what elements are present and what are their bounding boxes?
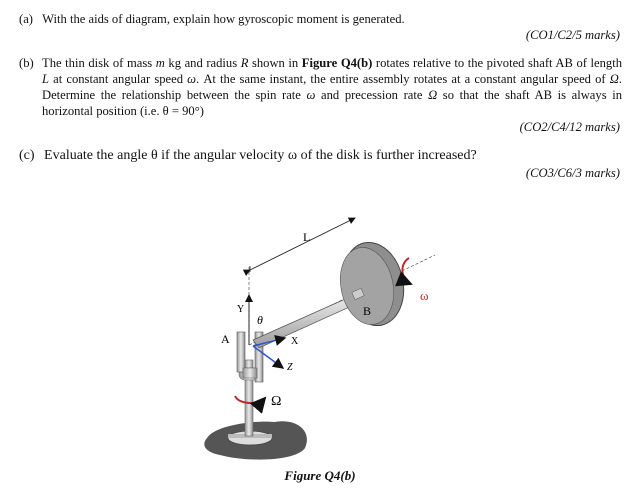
qb-seg: so that the shaft AB is always in horizo… bbox=[42, 88, 623, 118]
spin-arrow bbox=[395, 257, 413, 287]
label-Z: Z bbox=[287, 362, 293, 373]
label-omega: ω bbox=[420, 288, 429, 303]
figure-reference: Figure Q4(b) bbox=[301, 56, 373, 70]
question-a-text: With the aids of diagram, explain how gy… bbox=[42, 12, 405, 26]
label-Omega: Ω bbox=[271, 394, 281, 409]
pivot-fork-left bbox=[236, 331, 246, 373]
figure-caption: Figure Q4(b) bbox=[284, 468, 356, 483]
label-A: A bbox=[221, 332, 230, 346]
Omega-symbol: Ω bbox=[609, 72, 619, 86]
z-axis bbox=[252, 345, 285, 369]
label-B: B bbox=[363, 304, 371, 318]
question-a-label: (a) bbox=[19, 12, 33, 26]
question-b-label: (b) bbox=[19, 56, 34, 70]
question-c-label: (c) bbox=[19, 148, 35, 163]
question-c-text: Evaluate the angle θ if the angular velo… bbox=[44, 148, 477, 163]
qb-seg: kg and radius bbox=[164, 56, 241, 70]
Omega-symbol: Ω bbox=[428, 88, 438, 102]
length-symbol: L bbox=[42, 72, 50, 86]
label-theta: θ bbox=[257, 313, 263, 327]
pivot-fork-right bbox=[254, 331, 264, 383]
qb-seg: The thin disk of mass bbox=[42, 56, 156, 70]
label-L: L bbox=[303, 230, 310, 244]
question-a: (a) With the aids of diagram, explain ho… bbox=[19, 11, 619, 27]
qb-seg: rotates relative to the pivoted shaft AB… bbox=[372, 56, 623, 70]
question-c-marks: (CO3/C6/3 marks) bbox=[525, 166, 620, 180]
omega-symbol: ω bbox=[187, 72, 197, 86]
question-b-text: The thin disk of mass m kg and radius R … bbox=[42, 55, 622, 119]
qb-seg: . Determine the relationship between the… bbox=[42, 72, 622, 102]
question-c: (c) Evaluate the angle θ if the angular … bbox=[19, 148, 619, 164]
qb-seg: shown in bbox=[248, 56, 302, 70]
mass-symbol: m bbox=[155, 56, 165, 70]
radius-symbol: R bbox=[240, 56, 249, 70]
question-a-marks: (CO1/C2/5 marks) bbox=[525, 28, 620, 42]
qb-seg: . At the same instant, the entire assemb… bbox=[196, 72, 610, 86]
question-b-marks: (CO2/C4/12 marks) bbox=[519, 120, 620, 134]
label-X: X bbox=[291, 336, 299, 347]
x-axis bbox=[252, 334, 287, 347]
qb-seg: and precession rate bbox=[315, 88, 429, 102]
omega-symbol: ω bbox=[306, 88, 316, 102]
precession-arrow bbox=[234, 395, 267, 414]
qb-seg: at constant angular speed bbox=[49, 72, 188, 86]
gyroscope-figure: Ω Y ω L X Z θ A B bbox=[204, 217, 436, 460]
label-Y: Y bbox=[237, 304, 244, 315]
L-dimension bbox=[242, 217, 356, 277]
